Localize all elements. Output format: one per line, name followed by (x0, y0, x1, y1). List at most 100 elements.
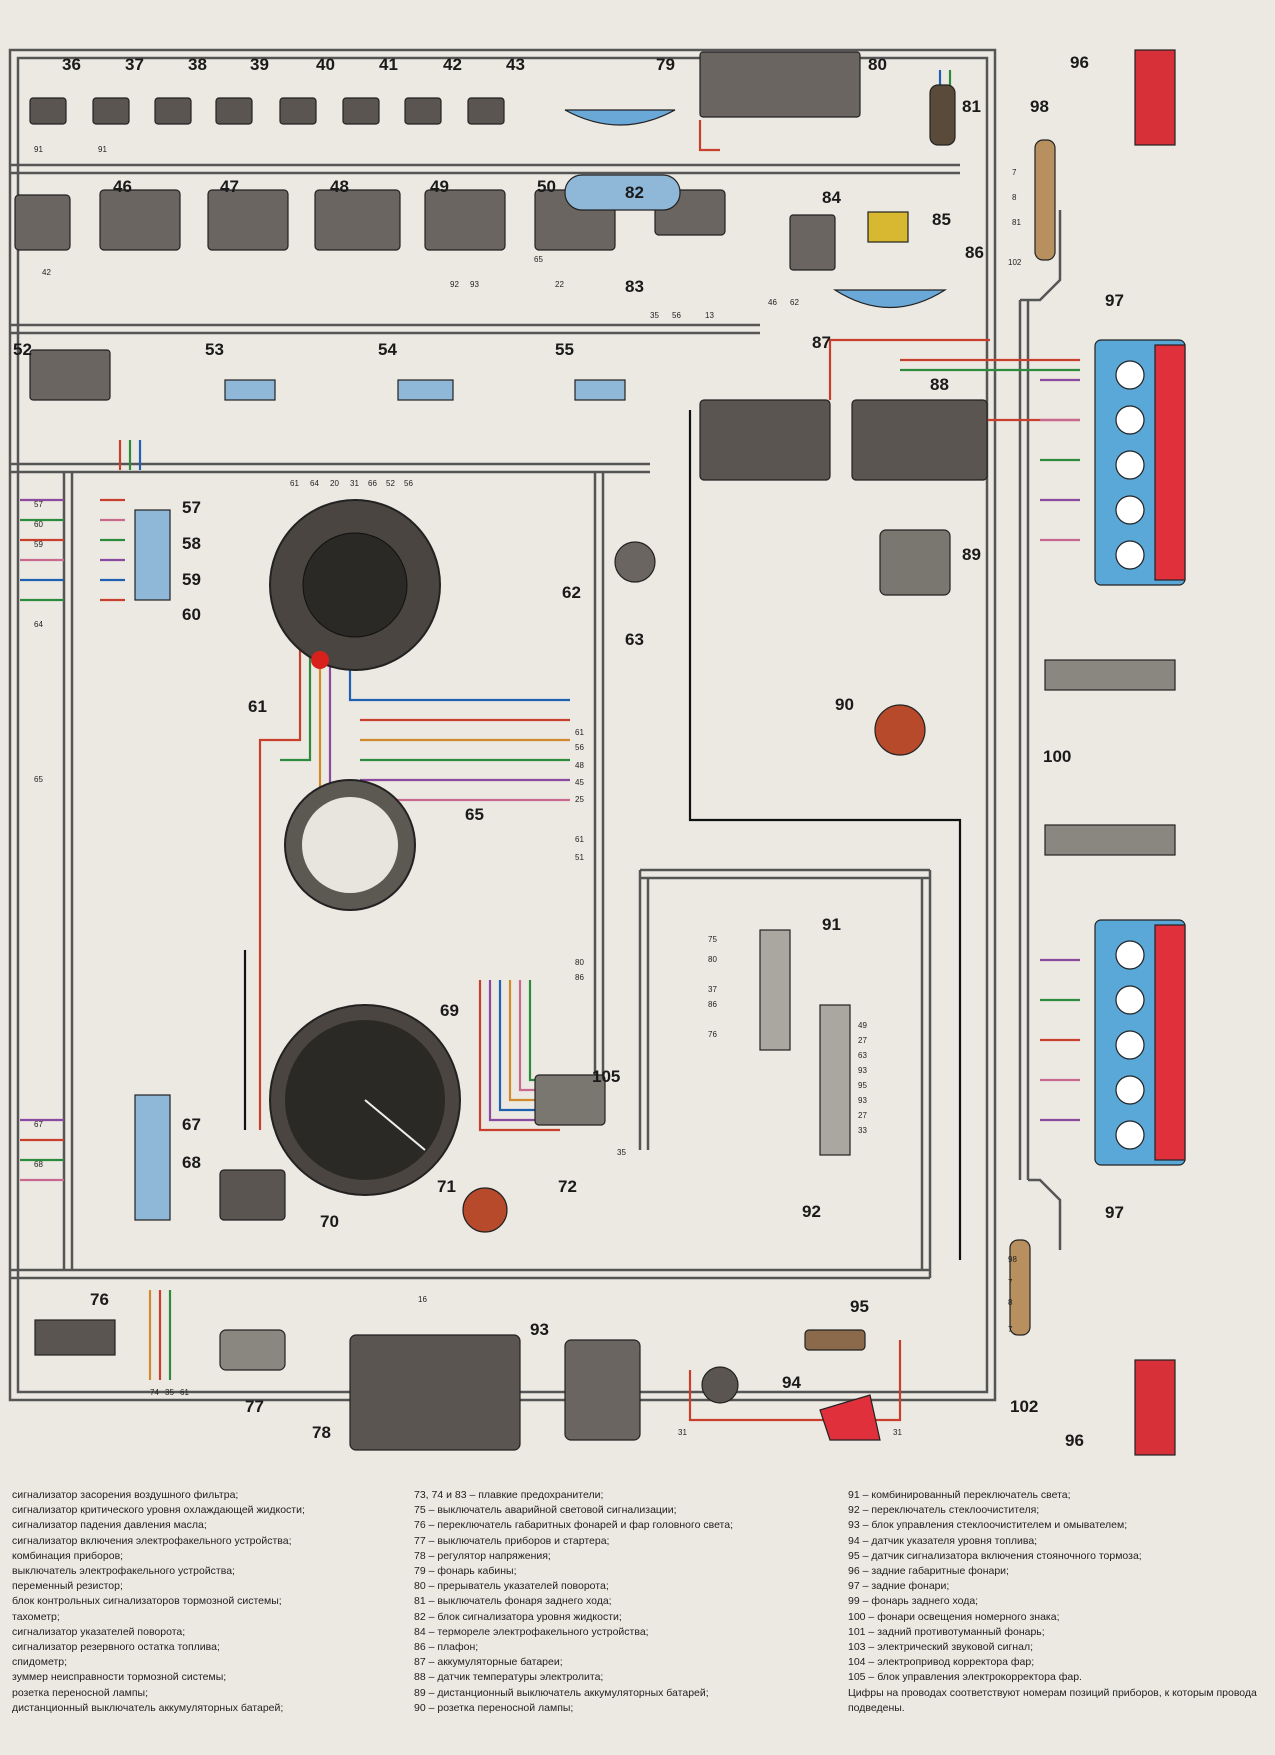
label-54: 54 (378, 340, 397, 359)
legend-item: 89 – дистанционный выключатель аккумулят… (414, 1686, 709, 1699)
label-82: 82 (625, 183, 644, 202)
legend-item: сигнализатор критического уровня охлажда… (12, 1504, 305, 1517)
legend-column-3: 91 – комбинированный переключатель света… (848, 1488, 1262, 1716)
wire-num: 8 (1008, 1298, 1013, 1307)
wire-num: 56 (672, 311, 681, 320)
wire-num: 65 (34, 775, 43, 784)
legend-item: 87 – аккумуляторные батареи; (414, 1656, 563, 1669)
label-90: 90 (835, 695, 854, 714)
wire-num: 81 (1012, 218, 1021, 227)
wire-num: 16 (418, 1295, 427, 1304)
legend-item: 105 – блок управления электрокорректора … (848, 1671, 1082, 1684)
wire-num: 45 (575, 778, 584, 787)
legend-item: 82 – блок сигнализатора уровня жидкости; (414, 1610, 622, 1623)
fuse-blocks (224, 379, 626, 401)
wire-num: 63 (858, 1051, 867, 1060)
label-72: 72 (558, 1177, 577, 1196)
wire-num: 31 (350, 479, 359, 488)
label-78: 78 (312, 1423, 331, 1442)
legend-item: 75 – выключатель аварийной световой сигн… (414, 1504, 677, 1517)
label-50: 50 (537, 177, 556, 196)
legend-item: 97 – задние фонари; (848, 1580, 950, 1593)
legend-item: 103 – электрический звуковой сигнал; (848, 1641, 1033, 1654)
label-81: 81 (962, 97, 981, 116)
legend-item: комбинация приборов; (12, 1549, 124, 1562)
label-91: 91 (822, 915, 841, 934)
label-87: 87 (812, 333, 831, 352)
label-105: 105 (592, 1067, 620, 1086)
wire-num: 52 (386, 479, 395, 488)
wire-num: 56 (575, 743, 584, 752)
wire-num: 98 (1008, 1255, 1017, 1264)
wire-num: 93 (858, 1096, 867, 1105)
label-42: 42 (443, 55, 462, 74)
wire-num: 67 (34, 1120, 43, 1129)
wire-num: 22 (555, 280, 564, 289)
label-100: 100 (1043, 747, 1071, 766)
wire-num: 64 (310, 479, 319, 488)
label-85: 85 (932, 210, 951, 229)
wire-num: 80 (708, 955, 717, 964)
wire-num: 75 (708, 935, 717, 944)
wire-num: 60 (34, 520, 43, 529)
label-39: 39 (250, 55, 269, 74)
wire-num: 27 (858, 1111, 867, 1120)
wire-num: 86 (708, 1000, 717, 1009)
wire-num: 59 (34, 540, 43, 549)
legend: сигнализатор засорения воздушного фильтр… (12, 1488, 1262, 1750)
label-61: 61 (248, 697, 267, 716)
label-96-top: 96 (1070, 53, 1089, 72)
legend-item: зуммер неисправности тормозной системы; (12, 1671, 227, 1684)
wire-num: 42 (42, 268, 51, 277)
label-98: 98 (1030, 97, 1049, 116)
wire-num: 33 (858, 1126, 867, 1135)
wire-num: 31 (678, 1428, 687, 1437)
legend-item: 104 – электропривод корректора фар; (848, 1656, 1035, 1669)
label-47: 47 (220, 177, 239, 196)
legend-item: 77 – выключатель приборов и стартера; (414, 1534, 610, 1547)
legend-item: 96 – задние габаритные фонари; (848, 1565, 1009, 1578)
legend-item: 94 – датчик указателя уровня топлива; (848, 1534, 1038, 1547)
wire-num: 91 (34, 145, 43, 154)
wire-num: 86 (575, 973, 584, 982)
legend-item: дистанционный выключатель аккумуляторных… (12, 1701, 284, 1714)
wire-num: 49 (858, 1021, 867, 1030)
label-69: 69 (440, 1001, 459, 1020)
label-41: 41 (379, 55, 398, 74)
wire-num: 102 (1008, 258, 1022, 267)
wire-num: 93 (858, 1066, 867, 1075)
legend-item: 93 – блок управления стеклоочистителем и… (848, 1519, 1128, 1532)
wire-num: 25 (575, 795, 584, 804)
label-84: 84 (822, 188, 841, 207)
wire-num: 61 (290, 479, 299, 488)
label-38: 38 (188, 55, 207, 74)
label-96-bottom: 96 (1065, 1431, 1084, 1450)
label-71: 71 (437, 1177, 456, 1196)
wire-num: 37 (708, 985, 717, 994)
label-67: 67 (182, 1115, 201, 1134)
label-40: 40 (316, 55, 335, 74)
legend-item: 92 – переключатель стеклоочистителя; (848, 1504, 1040, 1517)
batteries (699, 399, 988, 481)
legend-item: выключатель электрофакельного устройства… (12, 1565, 235, 1578)
label-92: 92 (802, 1202, 821, 1221)
legend-footnote: Цифры на проводах соответствуют номерам … (848, 1686, 1257, 1714)
legend-item: 79 – фонарь кабины; (414, 1565, 517, 1578)
wire-num: 66 (368, 479, 377, 488)
legend-item: 81 – выключатель фонаря заднего хода; (414, 1595, 612, 1608)
rear-lamps (1009, 49, 1186, 1456)
label-37: 37 (125, 55, 144, 74)
wire-num: 56 (404, 479, 413, 488)
label-93: 93 (530, 1320, 549, 1339)
wire-number-labels: 91 91 61 64 20 31 66 52 56 61 56 48 45 2… (34, 145, 1022, 1437)
label-46: 46 (113, 177, 132, 196)
legend-item: 95 – датчик сигнализатора включения стоя… (848, 1549, 1142, 1562)
label-97-top: 97 (1105, 291, 1124, 310)
label-89: 89 (962, 545, 981, 564)
gauges (269, 499, 461, 1196)
label-94: 94 (782, 1373, 801, 1392)
label-58: 58 (182, 534, 201, 553)
component-labels: 36 37 38 39 40 41 42 43 46 47 48 49 50 5… (13, 53, 1124, 1450)
wire-num: 95 (858, 1081, 867, 1090)
legend-item: сигнализатор засорения воздушного фильтр… (12, 1489, 239, 1501)
